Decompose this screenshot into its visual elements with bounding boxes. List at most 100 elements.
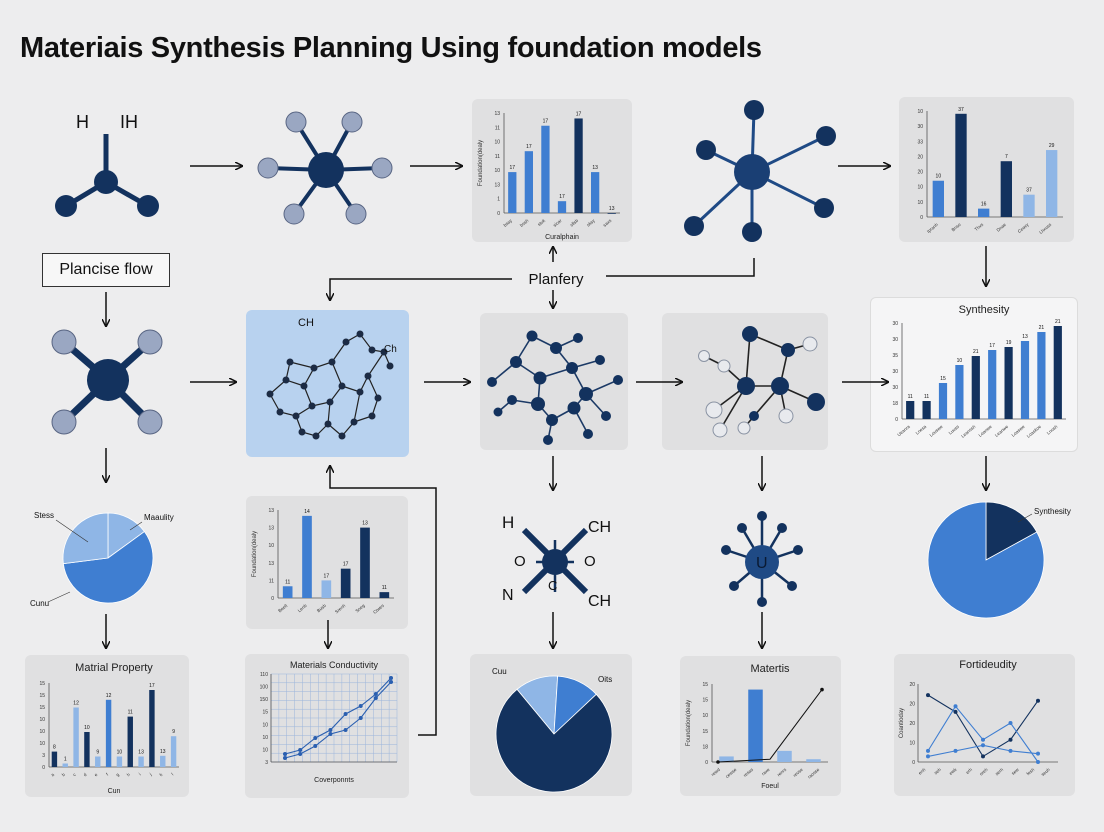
bar-data-label: 29 xyxy=(1049,143,1055,149)
y-tick-label: 15 xyxy=(262,710,268,716)
bar xyxy=(105,699,112,767)
y-tick-label: 10 xyxy=(917,109,923,115)
bar-data-label: 19 xyxy=(1006,340,1012,346)
y-tick-label: 10 xyxy=(917,185,923,191)
chart-panel-top-right xyxy=(899,97,1074,242)
pie-slice xyxy=(62,512,109,565)
y-tick-label: 10 xyxy=(39,717,45,723)
pie-label: Oits xyxy=(598,675,612,684)
y-tick-label: 13 xyxy=(268,526,274,532)
bar-data-label: 13 xyxy=(138,750,144,756)
molecule-urea: U xyxy=(721,511,803,607)
bar-data-label: 13 xyxy=(592,165,598,171)
series-point xyxy=(389,680,393,684)
pie-leader xyxy=(129,521,143,531)
series-point xyxy=(953,748,958,753)
bar xyxy=(938,383,948,419)
series-point xyxy=(283,756,287,760)
bar-data-label: 21 xyxy=(1055,319,1061,325)
bar xyxy=(1004,347,1013,419)
series-point xyxy=(1008,748,1013,753)
y-tick-label: 0 xyxy=(271,596,274,602)
chart-title: Fortideudity xyxy=(959,659,1017,671)
series-point xyxy=(981,743,985,748)
y-tick-label: 15 xyxy=(702,729,708,735)
bar xyxy=(988,350,997,419)
y-tick-label: 100 xyxy=(260,685,269,691)
x-tick-label: raxe xyxy=(761,767,771,777)
series-point xyxy=(1036,751,1040,756)
y-tick-label: 10 xyxy=(268,543,274,549)
x-tick-label: resas xyxy=(742,766,754,777)
bar xyxy=(149,690,155,767)
y-axis-label: Foundation(dealy xyxy=(252,531,258,577)
y-axis-label: Foundation(dealy xyxy=(686,700,692,746)
bar xyxy=(978,208,990,217)
bar xyxy=(777,750,792,762)
series-point xyxy=(313,736,318,740)
arrow-10 xyxy=(606,258,755,277)
bar-data-label: 11 xyxy=(924,394,929,400)
bar xyxy=(748,689,763,762)
chart-panel-fortideudity xyxy=(894,654,1075,796)
pie-label: Cuu xyxy=(492,667,507,676)
x-tick-label: Lenb xyxy=(297,603,308,614)
bar xyxy=(971,356,980,419)
y-tick-label: 1 xyxy=(497,197,500,203)
y-tick-label: 30 xyxy=(892,337,898,343)
bar-data-label: 15 xyxy=(940,376,946,382)
molecule-tetra xyxy=(51,329,163,435)
formula-label-h: H xyxy=(502,513,514,532)
molecule-panel-blue xyxy=(246,310,409,457)
chart-title: Matertis xyxy=(750,663,790,675)
x-tick-label: Leanwe xyxy=(994,424,1010,438)
chart-pie-right: Synthesity xyxy=(927,501,1071,619)
y-tick-label: 10 xyxy=(262,722,268,728)
y-tick-label: 10 xyxy=(262,735,268,741)
overlay-point xyxy=(820,687,824,692)
atom-label-ch-right: Ch xyxy=(384,344,397,355)
y-tick-label: 20 xyxy=(917,154,923,160)
series-point xyxy=(1036,698,1040,703)
bar-data-label: 37 xyxy=(958,107,964,113)
bar xyxy=(574,118,583,213)
x-tick-label: fesh xyxy=(1026,767,1036,777)
bar xyxy=(84,732,90,767)
y-tick-label: 30 xyxy=(917,124,923,130)
chart-bar-materials: Matertis15151015180Foundation(dealyFoeul… xyxy=(686,663,828,790)
bar xyxy=(1037,332,1046,419)
molecule-star xyxy=(684,100,836,242)
x-tick-label: Ueanra xyxy=(896,424,911,438)
y-tick-label: 10 xyxy=(702,713,708,719)
series-line xyxy=(284,677,392,755)
bar-data-label: 17 xyxy=(526,144,532,150)
bar xyxy=(541,125,550,213)
x-tick-label: Leanssh xyxy=(960,424,977,439)
atom-center xyxy=(542,549,568,575)
atom-center xyxy=(87,359,129,401)
formula-label-n: N xyxy=(502,587,514,604)
y-axis-label: Coantioday xyxy=(899,708,905,738)
bar-data-label: 11 xyxy=(128,710,133,716)
x-tick-label: l xyxy=(170,772,174,776)
bar xyxy=(62,763,68,767)
y-tick-label: 18 xyxy=(702,744,708,750)
bar-data-label: 17 xyxy=(149,683,155,689)
urea-center-label: U xyxy=(756,555,768,572)
chart-bar-top-mid: 13111011101310Foundation(dealyCuralphain… xyxy=(478,111,620,241)
pie-slice xyxy=(985,501,1038,561)
series-point xyxy=(313,744,318,748)
bar-data-label: 17 xyxy=(989,343,995,349)
bar-data-label: 10 xyxy=(957,358,963,364)
series-point xyxy=(981,754,985,759)
bar xyxy=(51,751,58,767)
bar xyxy=(1053,326,1062,419)
y-tick-label: 10 xyxy=(909,741,915,747)
x-tick-label: stuk xyxy=(537,217,547,227)
bar xyxy=(508,172,517,213)
y-tick-label: 10 xyxy=(494,168,500,174)
x-tick-label: oreh xyxy=(979,767,989,777)
x-tick-label: h xyxy=(126,772,132,778)
